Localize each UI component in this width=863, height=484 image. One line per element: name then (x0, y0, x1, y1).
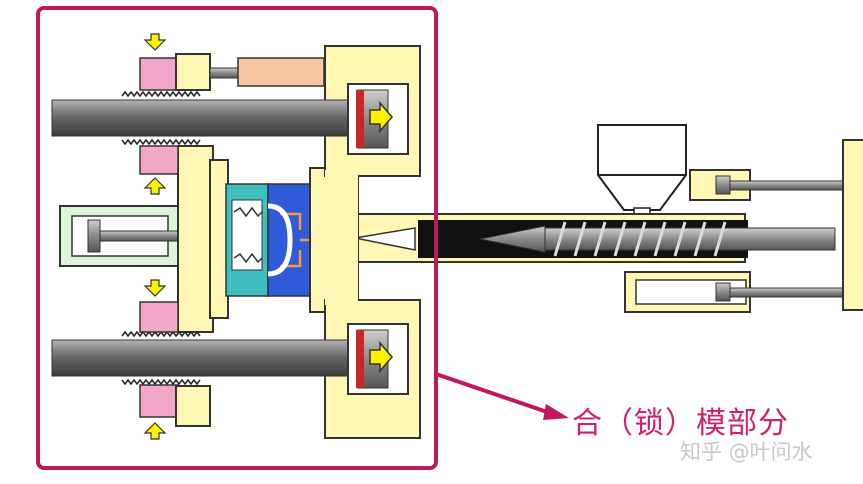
injection-end-plate (842, 139, 863, 311)
right-arrow-icon (369, 340, 393, 374)
right-arrow-icon (369, 100, 393, 134)
up-arrow-icon (143, 177, 167, 195)
clamping-section-label: 合（锁）模部分 (572, 406, 789, 441)
highlight-frame (36, 6, 438, 470)
tie-bar-bottom (51, 339, 353, 377)
injection-unit (354, 124, 863, 313)
nozzle (354, 227, 416, 251)
callout-arrowhead (543, 404, 569, 420)
carriage-cylinder-top (689, 169, 861, 201)
watermark: 知乎 @叶问水 (680, 440, 813, 464)
nut-bottom-lower (139, 384, 179, 418)
clamping-unit (51, 33, 421, 440)
callout-arrow-line (435, 372, 551, 415)
nut-bottom-upper (139, 301, 179, 333)
actuator-cylinder (237, 57, 325, 87)
carriage-cylinder-bottom (624, 271, 861, 313)
screw-flights (553, 221, 727, 257)
down-arrow-icon (143, 33, 167, 51)
actuator-rod (209, 67, 239, 79)
down-arrow-icon (143, 279, 167, 297)
tie-bar-top (51, 99, 353, 137)
ejector-springs (233, 206, 263, 264)
screw-shaft (544, 227, 836, 251)
up-arrow-icon (143, 422, 167, 440)
nut-top-upper (139, 57, 179, 91)
clamp-piston (87, 219, 101, 253)
nut-top-lower (139, 145, 179, 175)
hopper (597, 124, 687, 211)
moving-platen (177, 145, 214, 333)
screw-tip (479, 225, 546, 253)
